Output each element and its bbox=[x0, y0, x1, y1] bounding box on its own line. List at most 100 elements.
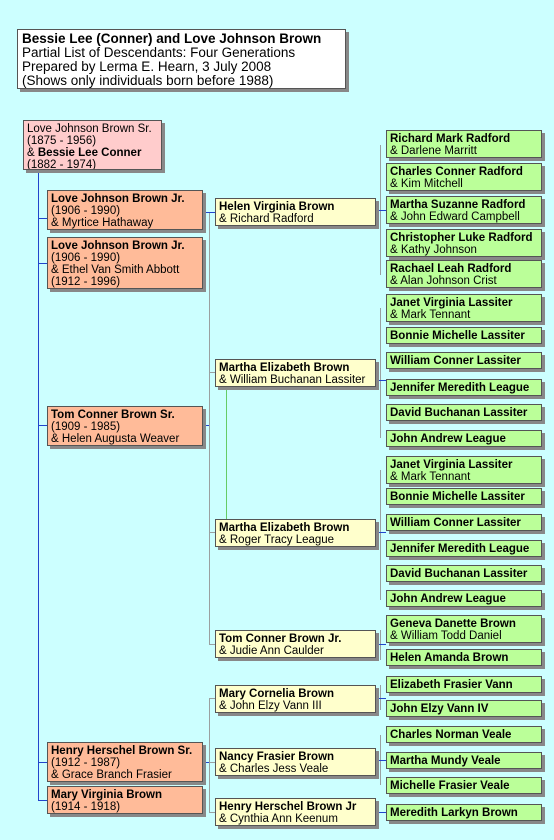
connector bbox=[203, 425, 209, 426]
person-name: Helen Virginia Brown bbox=[219, 201, 335, 213]
connector bbox=[38, 218, 48, 219]
person-box-gen3[interactable]: Janet Virginia Lassiter & Mark Tennant bbox=[386, 294, 542, 322]
connector bbox=[203, 212, 215, 213]
person-name: Helen Amanda Brown bbox=[390, 652, 509, 664]
spouse-name: & Grace Branch Frasier bbox=[51, 769, 172, 781]
person-dates: (1875 - 1956) bbox=[27, 135, 97, 147]
connector bbox=[209, 762, 215, 763]
connector bbox=[376, 532, 386, 533]
person-box-gen3[interactable]: William Conner Lassiter bbox=[386, 352, 542, 369]
person-box-gen2[interactable]: Helen Virginia Brown & Richard Radford bbox=[215, 198, 376, 226]
connector bbox=[209, 698, 210, 812]
connector bbox=[209, 212, 210, 644]
connector bbox=[38, 800, 48, 801]
spouse-name: & Roger Tracy League bbox=[219, 534, 335, 546]
connector bbox=[209, 812, 215, 813]
person-name: Nancy Frasier Brown bbox=[219, 751, 335, 763]
person-name: Henry Herschel Brown Sr. bbox=[51, 745, 193, 757]
person-name: Love Johnson Brown Sr. bbox=[27, 123, 152, 135]
person-box-gen3[interactable]: William Conner Lassiter bbox=[386, 514, 542, 531]
person-box-gen2[interactable]: Mary Cornelia Brown & John Elzy Vann III bbox=[215, 685, 376, 713]
person-box-gen1[interactable]: Henry Herschel Brown Sr. (1912 - 1987) &… bbox=[47, 742, 203, 782]
person-box-gen3[interactable]: Martha Suzanne Radford & John Edward Cam… bbox=[386, 196, 542, 224]
connector bbox=[376, 380, 386, 381]
person-box-gen3[interactable]: Rachael Leah Radford & Alan Johnson Cris… bbox=[386, 260, 542, 288]
person-name: Christopher Luke Radford bbox=[390, 232, 533, 244]
connector bbox=[209, 372, 215, 373]
root-couple-box[interactable]: Love Johnson Brown Sr. (1875 - 1956) & B… bbox=[23, 120, 162, 170]
person-name: Martha Elizabeth Brown bbox=[219, 362, 350, 374]
spouse-name: & William Todd Daniel bbox=[390, 630, 502, 642]
person-name: Rachael Leah Radford bbox=[390, 263, 512, 275]
person-box-gen3[interactable]: Richard Mark Radford & Darlene Marritt bbox=[386, 130, 542, 158]
person-name: Martha Mundy Veale bbox=[390, 755, 501, 767]
person-box-gen2[interactable]: Henry Herschel Brown Jr & Cynthia Ann Ke… bbox=[215, 798, 376, 826]
person-name: Meredith Larkyn Brown bbox=[390, 807, 518, 819]
person-name: Jennifer Meredith League bbox=[390, 543, 530, 555]
person-box-gen3[interactable]: Helen Amanda Brown bbox=[386, 649, 542, 666]
chart-author-line: Prepared by Lerma E. Hearn, 3 July 2008 bbox=[22, 59, 272, 74]
connector bbox=[209, 698, 215, 699]
person-box-gen3[interactable]: Charles Conner Radford & Kim Mitchell bbox=[386, 163, 542, 191]
chart-title: Bessie Lee (Conner) and Love Johnson Bro… bbox=[22, 31, 322, 46]
person-name: Tom Conner Brown Sr. bbox=[51, 409, 175, 421]
person-box-gen3[interactable]: John Elzy Vann IV bbox=[386, 700, 542, 717]
person-box-gen3[interactable]: Geneva Danette Brown & William Todd Dani… bbox=[386, 615, 542, 643]
person-box-gen2[interactable]: Tom Conner Brown Jr. & Judie Ann Caulder bbox=[215, 630, 376, 658]
person-box-gen3[interactable]: Meredith Larkyn Brown bbox=[386, 804, 542, 821]
connector bbox=[376, 210, 386, 211]
person-box-gen3[interactable]: Martha Mundy Veale bbox=[386, 752, 542, 769]
person-box-gen3[interactable]: John Andrew League bbox=[386, 590, 542, 607]
person-box-gen3[interactable]: Bonnie Michelle Lassiter bbox=[386, 488, 542, 505]
person-box-gen3[interactable]: Elizabeth Frasier Vann bbox=[386, 676, 542, 693]
connector bbox=[38, 425, 48, 426]
person-dates: (1912 - 1987) bbox=[51, 757, 121, 769]
person-box-gen2[interactable]: Martha Elizabeth Brown & Roger Tracy Lea… bbox=[215, 519, 376, 547]
spouse-line: & Bessie Lee Conner bbox=[27, 147, 158, 159]
connector bbox=[38, 762, 48, 763]
person-name: Bonnie Michelle Lassiter bbox=[390, 330, 525, 342]
person-box-gen1[interactable]: Love Johnson Brown Jr. (1906 - 1990) & M… bbox=[47, 190, 203, 230]
spouse-name: & John Elzy Vann III bbox=[219, 700, 322, 712]
person-name: Martha Suzanne Radford bbox=[390, 199, 526, 211]
person-box-gen2[interactable]: Nancy Frasier Brown & Charles Jess Veale bbox=[215, 748, 376, 776]
person-box-gen3[interactable]: John Andrew League bbox=[386, 430, 542, 447]
person-box-gen3[interactable]: Charles Norman Veale bbox=[386, 726, 542, 743]
person-box-gen3[interactable]: Michelle Frasier Veale bbox=[386, 777, 542, 794]
person-dates: (1906 - 1990) bbox=[51, 252, 121, 264]
person-box-gen1[interactable]: Love Johnson Brown Jr. (1906 - 1990) & E… bbox=[47, 237, 203, 289]
person-box-gen1[interactable]: Tom Conner Brown Sr. (1909 - 1985) & Hel… bbox=[47, 406, 203, 446]
spouse-prefix: & bbox=[27, 147, 38, 159]
person-dates: (1914 - 1918) bbox=[51, 801, 121, 813]
person-box-gen2[interactable]: Martha Elizabeth Brown & William Buchana… bbox=[215, 359, 376, 387]
person-name: Michelle Frasier Veale bbox=[390, 780, 510, 792]
person-dates: (1906 - 1990) bbox=[51, 205, 121, 217]
spouse-name: & Helen Augusta Weaver bbox=[51, 433, 180, 445]
person-name: William Conner Lassiter bbox=[390, 517, 521, 529]
connector bbox=[376, 812, 386, 813]
spouse-name: & Cynthia Ann Keenum bbox=[219, 813, 338, 825]
person-name: Henry Herschel Brown Jr bbox=[219, 801, 357, 813]
person-box-gen3[interactable]: Janet Virginia Lassiter & Mark Tennant bbox=[386, 456, 542, 484]
person-box-gen3[interactable]: David Buchanan Lassiter bbox=[386, 404, 542, 421]
person-box-gen3[interactable]: David Buchanan Lassiter bbox=[386, 565, 542, 582]
spouse-name: & Richard Radford bbox=[219, 213, 314, 225]
person-name: Love Johnson Brown Jr. bbox=[51, 193, 185, 205]
person-name: Mary Cornelia Brown bbox=[219, 688, 335, 700]
connector bbox=[380, 685, 381, 710]
person-box-gen1[interactable]: Mary Virginia Brown (1914 - 1918) bbox=[47, 786, 203, 814]
person-name: Elizabeth Frasier Vann bbox=[390, 679, 513, 691]
person-name: Bonnie Michelle Lassiter bbox=[390, 491, 525, 503]
person-box-gen3[interactable]: Jennifer Meredith League bbox=[386, 540, 542, 557]
connector bbox=[380, 470, 381, 600]
spouse-name: & Kim Mitchell bbox=[390, 178, 463, 190]
spouse-name: & Alan Johnson Crist bbox=[390, 275, 497, 287]
spouse-name: & Darlene Marritt bbox=[390, 145, 477, 157]
person-box-gen3[interactable]: Christopher Luke Radford & Kathy Johnson bbox=[386, 229, 542, 257]
person-box-gen3[interactable]: Jennifer Meredith League bbox=[386, 379, 542, 396]
person-box-gen3[interactable]: Bonnie Michelle Lassiter bbox=[386, 327, 542, 344]
chart-note: (Shows only individuals born before 1988… bbox=[22, 73, 274, 88]
spouse-name: & Judie Ann Caulder bbox=[219, 645, 324, 657]
spouse-name: & Charles Jess Veale bbox=[219, 763, 329, 775]
connector bbox=[203, 762, 209, 763]
